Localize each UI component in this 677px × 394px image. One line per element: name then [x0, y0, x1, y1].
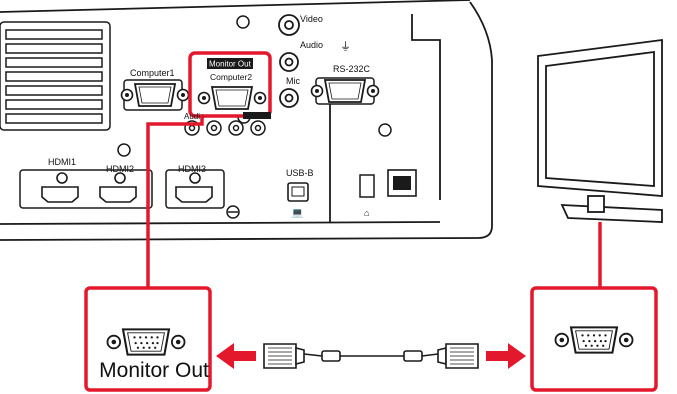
computer-icon: 💻 — [291, 208, 304, 219]
computer1-label: Computer1 — [130, 68, 175, 78]
lan-icon: ⌂ — [364, 208, 369, 218]
monitor-out-top-label: Monitor Out — [209, 60, 252, 69]
computer2-label: Computer2 — [210, 72, 252, 82]
monitor-out-label-bg — [207, 58, 253, 69]
right-arrow-icon — [486, 343, 526, 369]
left-arrow-icon — [216, 343, 256, 369]
monitor-illustration — [537, 38, 663, 223]
monitor-out-vga-large — [106, 328, 186, 356]
hdmi-ports — [41, 172, 213, 203]
audio-label: Audio — [300, 40, 323, 50]
monitor-out-bottom-label: Monitor Out — [99, 359, 209, 382]
service-port — [359, 174, 375, 198]
vga-cable — [263, 343, 479, 369]
gnd-symbol: ⏚ — [340, 40, 351, 53]
hdmi1-label: HDMI1 — [48, 157, 76, 167]
lan-port-inner — [393, 176, 411, 190]
hdmi2-label: HDMI2 — [106, 164, 134, 174]
rs232c-label: RS-232C — [333, 64, 371, 74]
hdmi3-label: HDMI3 — [178, 164, 206, 174]
usb-b-port — [287, 182, 309, 202]
audio-small-label: Audio — [184, 112, 205, 121]
usb-b-label: USB-B — [286, 168, 314, 178]
video-label: Video — [300, 14, 323, 24]
audio-out-bar — [243, 112, 271, 119]
vent-grille — [0, 21, 111, 131]
connection-leaders — [146, 115, 602, 297]
small-audio-jacks — [184, 120, 266, 136]
projector-panel — [0, 0, 493, 241]
av-jacks — [278, 14, 300, 108]
usb-b-inner — [291, 186, 305, 197]
mic-label: Mic — [286, 76, 300, 86]
monitor-vga-large — [554, 326, 634, 354]
